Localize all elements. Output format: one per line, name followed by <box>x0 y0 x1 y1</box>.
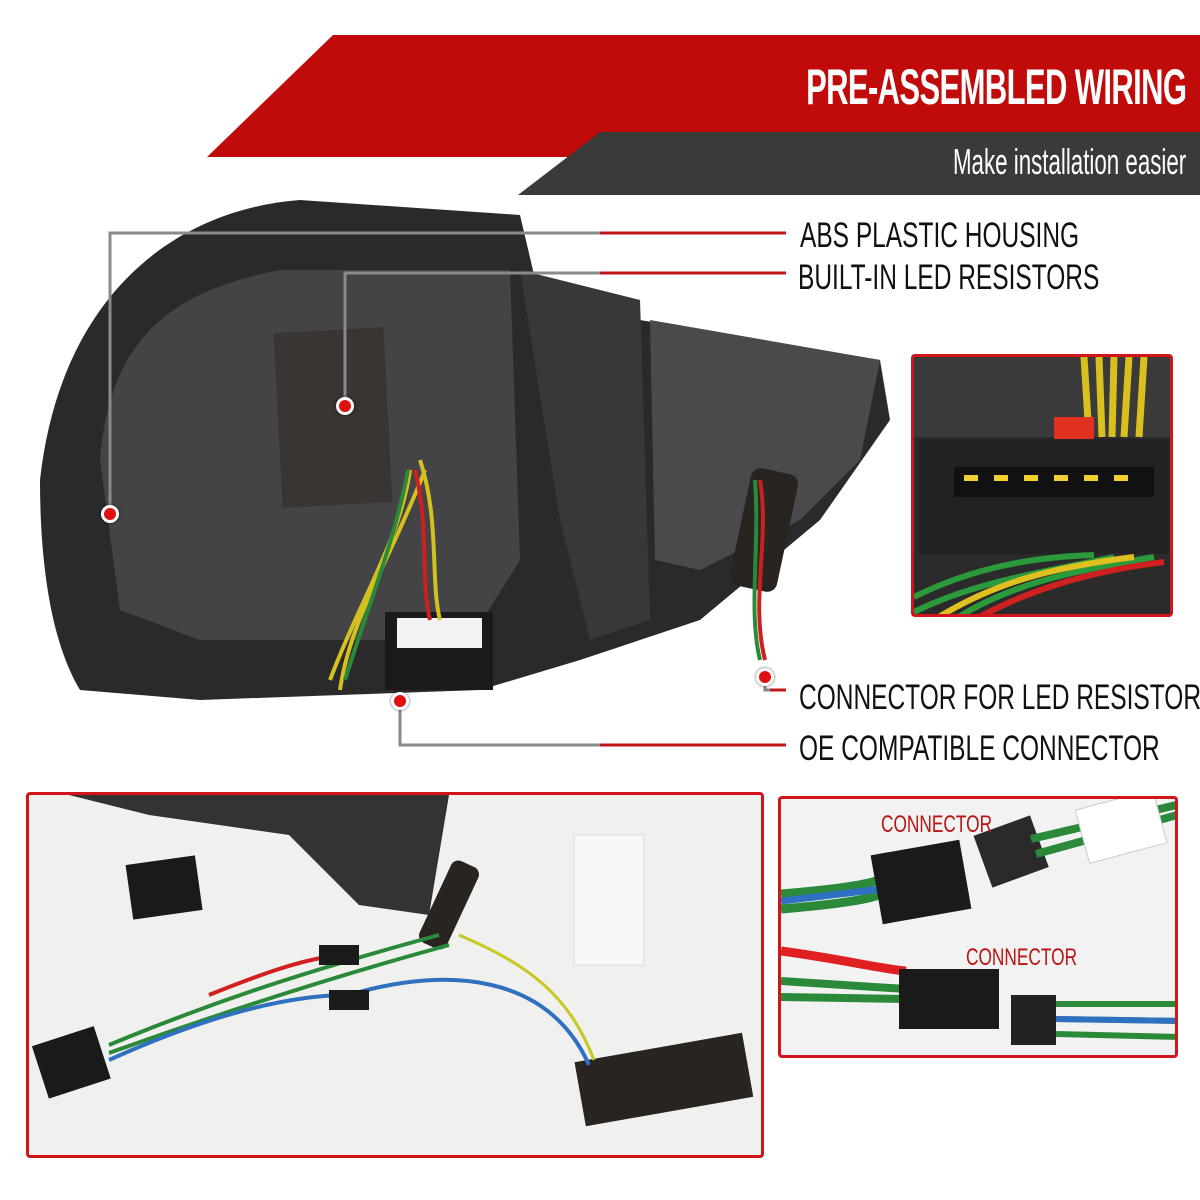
connector-pins-inset <box>911 354 1173 617</box>
callout-led-resistors: BUILT-IN LED RESISTORS <box>798 258 1100 297</box>
connector-closeup-inset: CONNECTOR CONNECTOR <box>778 796 1178 1058</box>
callout-lines <box>108 231 770 747</box>
connector-closeup-photo <box>781 799 1175 1045</box>
subtitle-banner <box>518 132 1200 195</box>
callout-marker-housing <box>101 505 119 523</box>
callout-lines-red <box>600 231 786 747</box>
wiring-harness-inset <box>26 792 764 1158</box>
page-title: PRE-ASSEMBLED WIRING <box>805 59 1187 115</box>
title-banner <box>207 35 1200 157</box>
connector-pins-photo <box>914 357 1170 614</box>
wire-bundle <box>328 459 442 691</box>
callout-oe-connector: OE COMPATIBLE CONNECTOR <box>799 729 1160 768</box>
callout-marker-resistor <box>336 397 354 415</box>
wiring-harness-photo <box>31 795 754 1127</box>
callout-resistor-connector: CONNECTOR FOR LED RESISTOR <box>799 678 1200 717</box>
housing-flap <box>520 270 650 640</box>
outer-lamp-section <box>650 320 880 570</box>
wire-bundle-red <box>413 469 767 661</box>
oe-connector-label <box>397 618 482 648</box>
connector-label-bottom: CONNECTOR <box>966 944 1078 971</box>
callout-marker-oe-connector <box>391 692 409 710</box>
callout-abs-housing: ABS PLASTIC HOUSING <box>800 216 1080 255</box>
page-subtitle: Make installation easier <box>952 141 1186 182</box>
connector-label-top: CONNECTOR <box>881 811 993 838</box>
led-resistor-module <box>273 327 393 508</box>
wire-bundle-green <box>343 469 762 681</box>
callout-marker-resistor-connector <box>756 668 774 686</box>
